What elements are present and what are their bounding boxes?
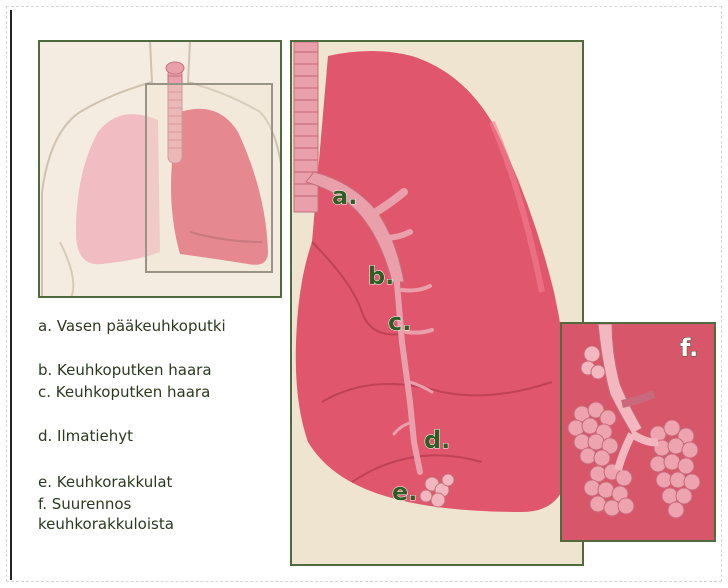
torso-lungs-illustration: [40, 42, 282, 298]
overview-torso-panel: [38, 40, 282, 298]
label-a: a.: [332, 182, 357, 210]
legend-item-a: a. Vasen pääkeuhkoputki: [38, 316, 226, 336]
legend-item-e: e. Keuhkorakkulat: [38, 472, 172, 492]
left-edge-line: [10, 10, 12, 580]
lung-detail-panel: a. b. c. d. e.: [290, 40, 584, 566]
legend-item-b: b. Keuhkoputken haara: [38, 360, 212, 380]
left-lung-illustration: [292, 42, 584, 566]
label-e: e.: [392, 478, 417, 506]
legend-item-c: c. Keuhkoputken haara: [38, 382, 210, 402]
legend-item-d: d. Ilmatiehyt: [38, 426, 133, 446]
label-c: c.: [388, 308, 411, 336]
alveoli-zoom-panel: f.: [560, 322, 716, 542]
label-d: d.: [424, 426, 450, 454]
label-b: b.: [368, 262, 394, 290]
label-f: f.: [680, 334, 698, 362]
legend-item-f: f. Suurennos keuhkorakkuloista: [38, 494, 174, 534]
